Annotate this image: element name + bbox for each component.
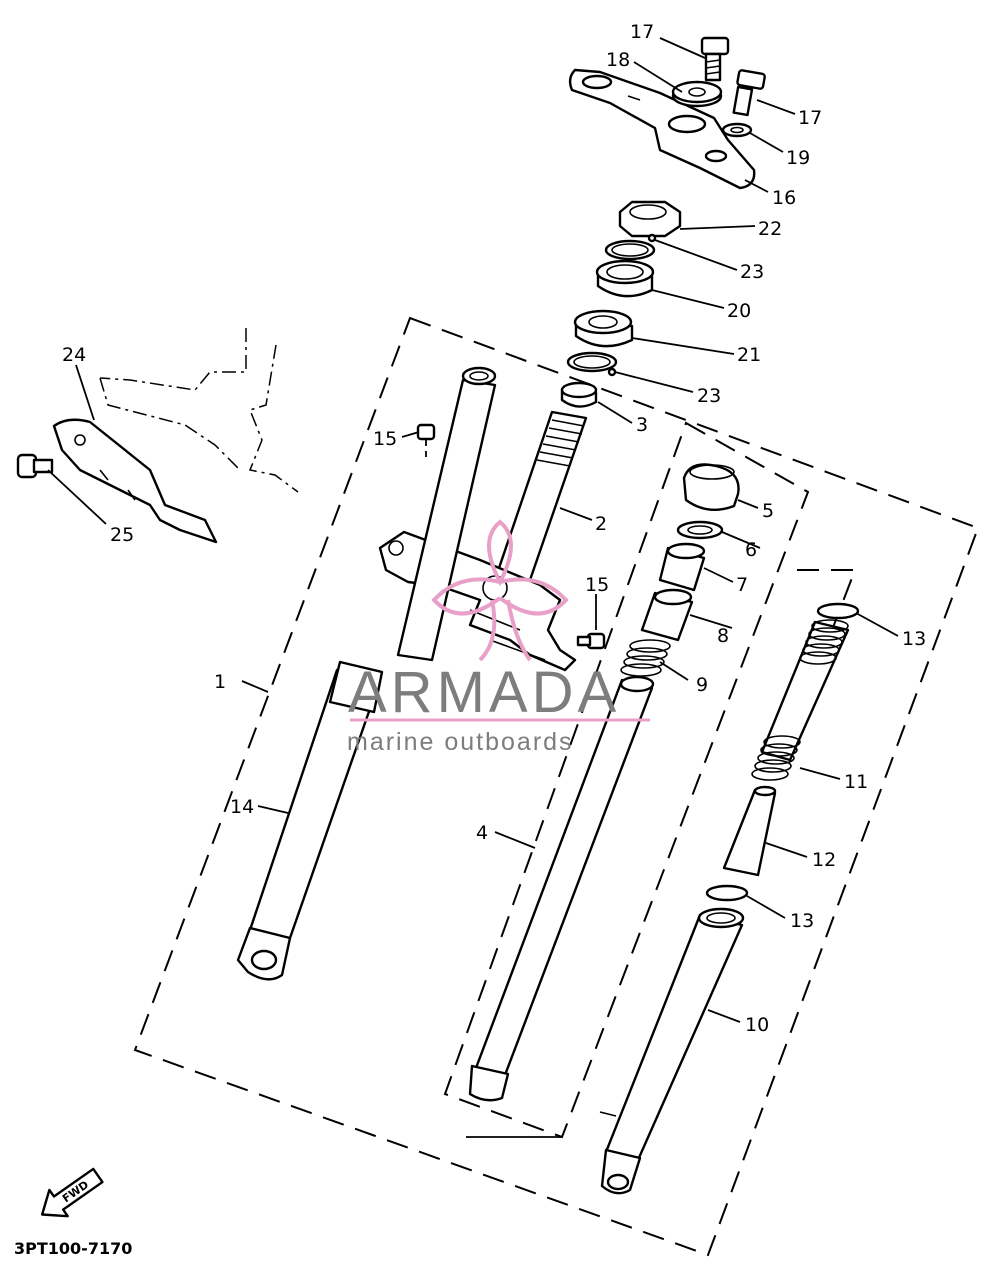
callout-3: 3: [636, 414, 648, 436]
ring-nut-22: [618, 200, 682, 238]
callout-6: 6: [745, 539, 757, 561]
fork-assembly-boundary: [133, 316, 980, 1257]
fork-spring-11: [751, 619, 850, 781]
callout-labels: 17 18 17 19 16 22 23 20 21 23 3 2 15 15 …: [62, 21, 926, 1036]
lock-washer-23-lower: [566, 351, 618, 377]
fwd-arrow-icon: FWD: [40, 1167, 104, 1218]
callout-23-upper: 23: [740, 261, 764, 283]
bolt-17-right: [732, 69, 766, 117]
callout-13-upper: 13: [902, 628, 926, 650]
bolt-15-lower: [576, 632, 606, 650]
dust-seal-3: [560, 381, 598, 408]
callout-15-lower: 15: [585, 574, 609, 596]
callout-12: 12: [812, 849, 836, 871]
bearing-race-20: [595, 259, 655, 298]
clip-6: [676, 520, 724, 540]
spacer-8: [640, 588, 694, 642]
callout-20: 20: [727, 300, 751, 322]
callout-13-lower: 13: [790, 910, 814, 932]
armada-watermark: ARMADA marine outboards: [347, 519, 650, 756]
washer-18: [671, 80, 723, 108]
callout-8: 8: [717, 625, 729, 647]
callout-23-lower: 23: [697, 385, 721, 407]
oil-seal-13-lower: [705, 884, 749, 902]
callout-14: 14: [230, 796, 254, 818]
inner-tube-4: [468, 675, 655, 1102]
left-outer-tube: [236, 660, 384, 981]
bolt-17-left: [700, 36, 730, 82]
lock-washer-23-upper: [604, 233, 657, 261]
callout-17-top: 17: [630, 21, 654, 43]
callout-22: 22: [758, 218, 782, 240]
armada-logo-icon: [431, 519, 569, 662]
callout-21: 21: [737, 344, 761, 366]
callout-17-right: 17: [798, 107, 822, 129]
frame-reference-dashed: [99, 328, 299, 493]
callout-9: 9: [696, 674, 708, 696]
callout-7: 7: [736, 574, 748, 596]
oil-seal-13-upper: [816, 602, 860, 620]
bolt-25: [16, 453, 54, 479]
tapered-spindle-12: [722, 785, 777, 877]
callout-24: 24: [62, 344, 86, 366]
callout-10: 10: [745, 1014, 769, 1036]
bearing-race-21: [573, 309, 634, 348]
left-inner-tube: [396, 366, 497, 662]
bracket-24: [52, 418, 218, 544]
callout-4: 4: [476, 822, 488, 844]
callout-11: 11: [844, 771, 868, 793]
washer-19: [721, 122, 753, 138]
callout-1: 1: [214, 671, 226, 693]
callout-18: 18: [606, 49, 630, 71]
spring-9: [620, 639, 671, 677]
drawing-code: 3PT100-7170: [14, 1239, 132, 1258]
cap-5: [682, 463, 740, 512]
upper-bracket-part: [568, 68, 756, 190]
collar-7: [658, 542, 706, 592]
watermark-tagline: marine outboards: [347, 728, 574, 756]
callout-25: 25: [110, 524, 134, 546]
callout-16: 16: [772, 187, 796, 209]
callout-19: 19: [786, 147, 810, 169]
callout-15-upper: 15: [373, 428, 397, 450]
leader-lines: [47, 37, 899, 1023]
callout-5: 5: [762, 500, 774, 522]
watermark-brand: ARMADA: [348, 660, 620, 725]
bolt-15-upper: [416, 423, 436, 460]
callout-2: 2: [595, 513, 607, 535]
outer-tube-10: [599, 907, 745, 1195]
